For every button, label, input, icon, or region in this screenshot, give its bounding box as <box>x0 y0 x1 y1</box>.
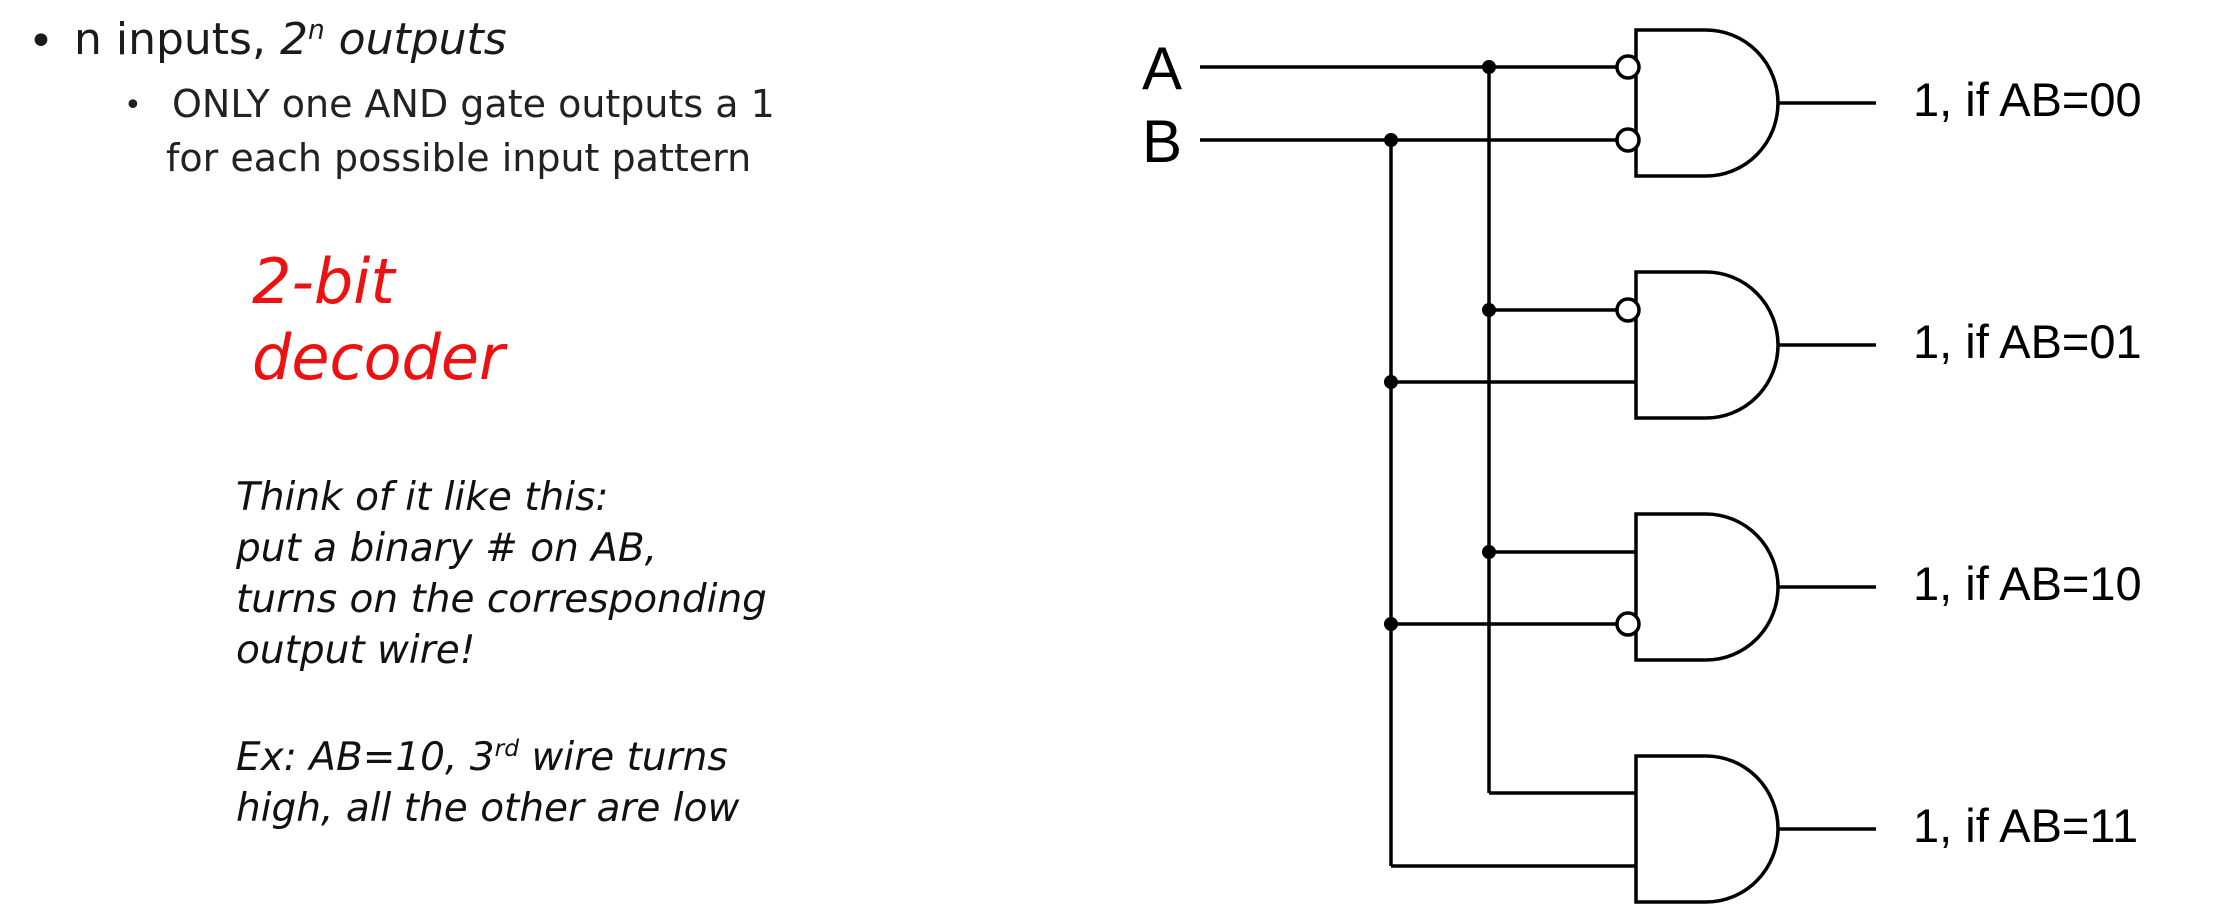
main-bullet-text: n inputs, 2n outputs <box>74 14 507 65</box>
example-line-1: Ex: AB=10, 3rd wire turns <box>236 723 767 783</box>
junction-b-top <box>1384 133 1398 147</box>
title-line-1: 2-bit <box>252 245 395 318</box>
example-ordinal: rd <box>494 734 520 762</box>
junction-a-gate3 <box>1482 545 1496 559</box>
explanation-note: Think of it like this: put a binary # on… <box>236 472 767 834</box>
example-prefix: Ex: AB=10, 3 <box>236 735 495 780</box>
note-line-2: put a binary # on AB, <box>236 526 658 571</box>
bubble-gate3-b <box>1615 611 1641 637</box>
decoder-title: 2-bit decoder <box>252 244 505 396</box>
note-line-1: Think of it like this: <box>236 475 609 520</box>
junction-dots <box>1384 60 1496 631</box>
note-line-4: output wire! <box>236 628 476 673</box>
output-label-3: 1, if AB=10 <box>1913 557 2142 610</box>
junction-a-top <box>1482 60 1496 74</box>
bubble-gate2-a <box>1615 297 1641 323</box>
sub-bullet-line-1: ONLY one AND gate outputs a 1 <box>172 82 775 126</box>
output-label-4: 1, if AB=11 <box>1913 799 2138 852</box>
junction-b-gate2 <box>1384 375 1398 389</box>
sub-bullet-line-2: for each possible input pattern <box>166 136 752 180</box>
output-label-1: 1, if AB=00 <box>1913 73 2142 126</box>
main-prefix: n inputs, <box>74 14 280 65</box>
bullet-marker: • <box>28 16 54 67</box>
and-gate-2 <box>1634 270 1780 420</box>
junction-a-gate2 <box>1482 303 1496 317</box>
example-suffix: wire turns <box>519 735 728 780</box>
title-line-2: decoder <box>252 321 505 394</box>
and-gate-4 <box>1634 754 1780 904</box>
inversion-bubbles <box>1615 54 1641 637</box>
bubble-gate1-a <box>1615 54 1641 80</box>
sub-bullet-marker: • <box>124 88 142 123</box>
circuit-labels: A B 1, if AB=00 1, if AB=01 1, if AB=10 … <box>1142 35 2142 852</box>
and-gate-3 <box>1634 512 1780 662</box>
note-line-3: turns on the corresponding <box>236 577 767 622</box>
main-formula: 2n outputs <box>280 14 507 65</box>
output-label-2: 1, if AB=01 <box>1913 315 2142 368</box>
input-label-b: B <box>1142 108 1182 175</box>
junction-b-gate3 <box>1384 617 1398 631</box>
and-gates <box>1634 28 1780 904</box>
main-exponent: n <box>307 14 325 46</box>
and-gate-1 <box>1634 28 1780 178</box>
example-line-2: high, all the other are low <box>236 786 740 831</box>
bubble-gate1-b <box>1615 127 1641 153</box>
input-label-a: A <box>1142 35 1182 102</box>
wires <box>1200 65 1876 868</box>
main-suffix: outputs <box>324 14 507 65</box>
main-base: 2 <box>279 14 308 65</box>
